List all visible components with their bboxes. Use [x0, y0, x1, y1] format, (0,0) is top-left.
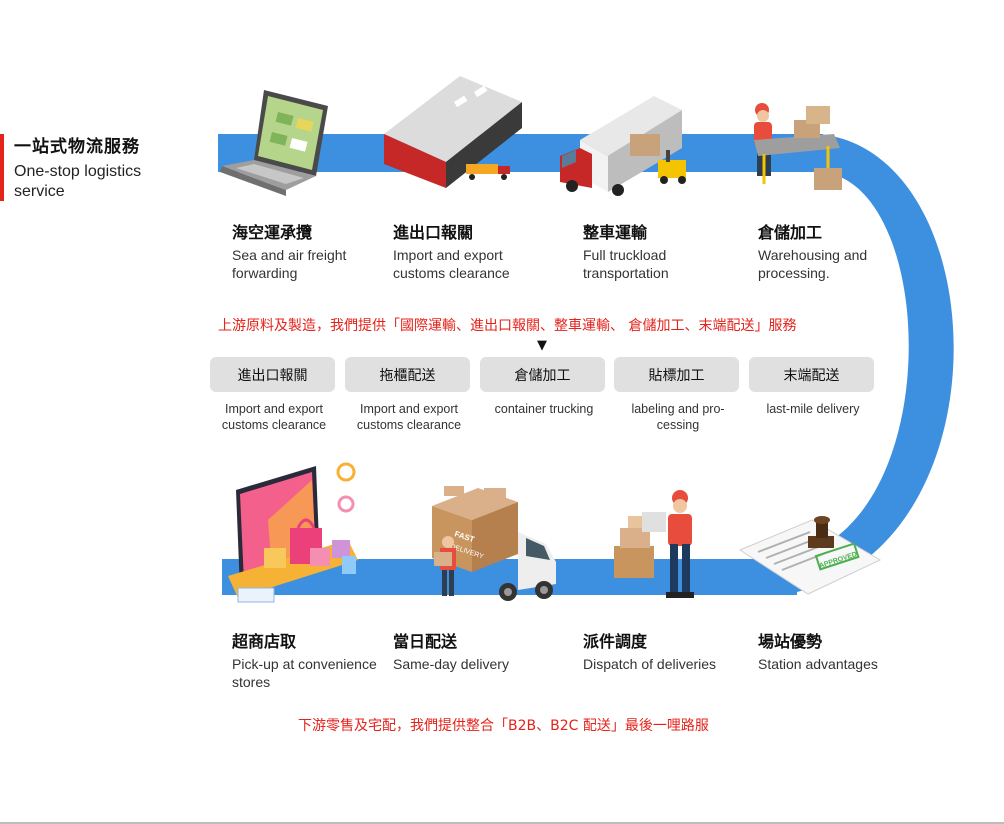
truck-icon [560, 96, 686, 196]
upstream-note: 上游原料及製造，我們提供「國際運輸、進出口報關、整車運輸、 倉儲加工、末端配送」… [218, 318, 797, 334]
station-desc: Station advantages [758, 656, 878, 672]
service-desc: labeling and pro-cessing [631, 402, 725, 432]
shopping-icon [228, 462, 358, 603]
delivery-van-icon: FAST DELIVERY [432, 486, 556, 601]
service-desc: container trucking [494, 402, 594, 416]
service-desc: last-mile delivery [766, 402, 860, 416]
station-same-day: 當日配送 Same-day delivery [393, 628, 543, 673]
station-desc: Sea and air freight forwarding [232, 247, 347, 281]
station-customs: 進出口報關 Import and export customs clearanc… [393, 219, 543, 282]
courier-icon [614, 490, 694, 598]
station-title: 海空運承攬 [232, 223, 313, 242]
station-title: 進出口報關 [393, 223, 474, 242]
station-convenience: 超商店取 Pick-up at convenience stores [232, 628, 382, 691]
page-subtitle: One-stop logistics service [14, 163, 142, 200]
warehouse-icon [384, 76, 522, 188]
service-pill-last-mile: 末端配送 [749, 357, 874, 392]
downstream-note: 下游零售及宅配，我們提供整合「B2B、B2C 配送」最後一哩路服 [298, 718, 709, 734]
station-advantages: 場站優勢 Station advantages [758, 628, 908, 673]
service-pill-labeling: 貼標加工 [614, 357, 739, 392]
service-desc: Import and export customs clearance [221, 402, 327, 432]
station-desc: Same-day delivery [393, 656, 509, 672]
conveyor-icon [754, 103, 842, 190]
service-pill-customs: 進出口報關 [210, 357, 335, 392]
approved-stamp-icon: APPROVED [738, 516, 882, 595]
station-desc: Import and export customs clearance [393, 247, 510, 281]
station-desc: Dispatch of deliveries [583, 656, 717, 672]
station-title: 當日配送 [393, 632, 458, 651]
page-title: 一站式物流服務 [14, 137, 140, 157]
station-warehousing: 倉儲加工 Warehousing and processing. [758, 219, 888, 282]
station-sea-air: 海空運承攬 Sea and air freight forwarding [232, 219, 382, 282]
station-desc: Pick-up at convenience stores [232, 656, 377, 690]
station-title: 場站優勢 [758, 632, 823, 651]
down-arrow-icon: ▼ [537, 338, 547, 353]
station-desc: Warehousing and processing. [758, 247, 868, 281]
service-desc: Import and export customs clearance [356, 402, 462, 432]
station-dispatch: 派件調度 Dispatch of deliveries [583, 628, 743, 673]
service-pill-warehousing: 倉儲加工 [480, 357, 605, 392]
bottom-divider [0, 822, 1004, 824]
station-title: 派件調度 [583, 632, 648, 651]
station-desc: Full truckload transportation [583, 247, 669, 281]
header-accent-bar [0, 134, 4, 201]
station-title: 倉儲加工 [758, 223, 823, 242]
laptop-icon [220, 90, 328, 196]
station-title: 整車運輸 [583, 223, 648, 242]
service-pill-container: 拖櫃配送 [345, 357, 470, 392]
station-truckload: 整車運輸 Full truckload transportation [583, 219, 703, 282]
station-title: 超商店取 [232, 632, 297, 651]
